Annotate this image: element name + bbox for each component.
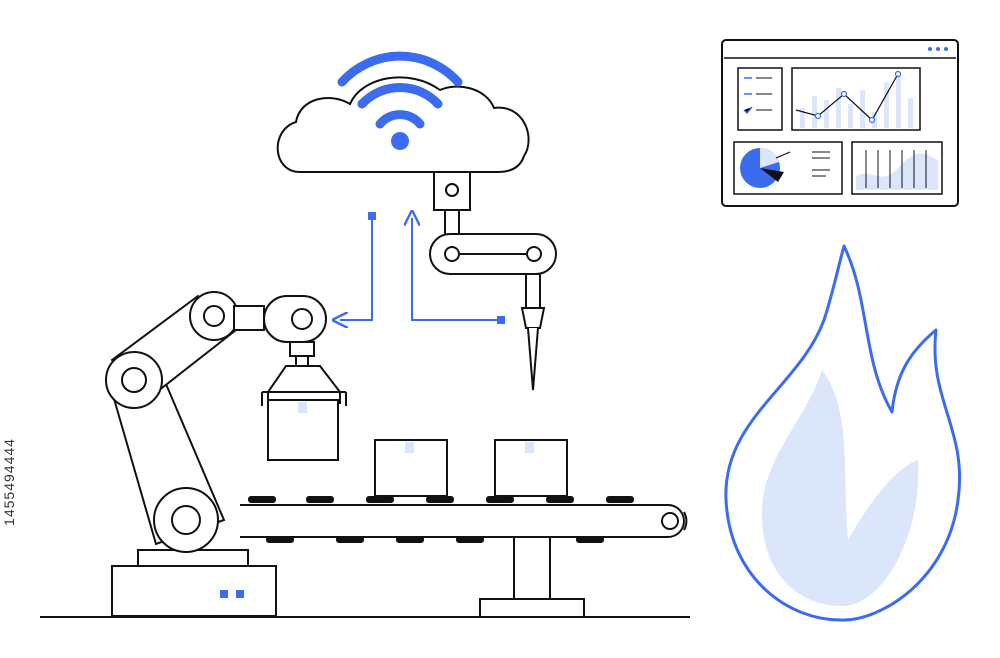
- wifi-icon: [337, 51, 463, 150]
- conveyor-belt-icon: [240, 496, 688, 618]
- cloud-icon: [276, 76, 530, 173]
- robotic-arm-icon: [105, 291, 347, 617]
- box-icon: [494, 439, 568, 497]
- dashboard-icon: [721, 39, 959, 207]
- data-flow-arrows: [340, 212, 505, 324]
- flame-icon: [724, 244, 962, 622]
- stock-image-id: 1455494444: [1, 438, 17, 526]
- box-icon: [374, 439, 448, 497]
- gantry-arm-icon: [429, 171, 557, 391]
- box-icon: [267, 399, 339, 461]
